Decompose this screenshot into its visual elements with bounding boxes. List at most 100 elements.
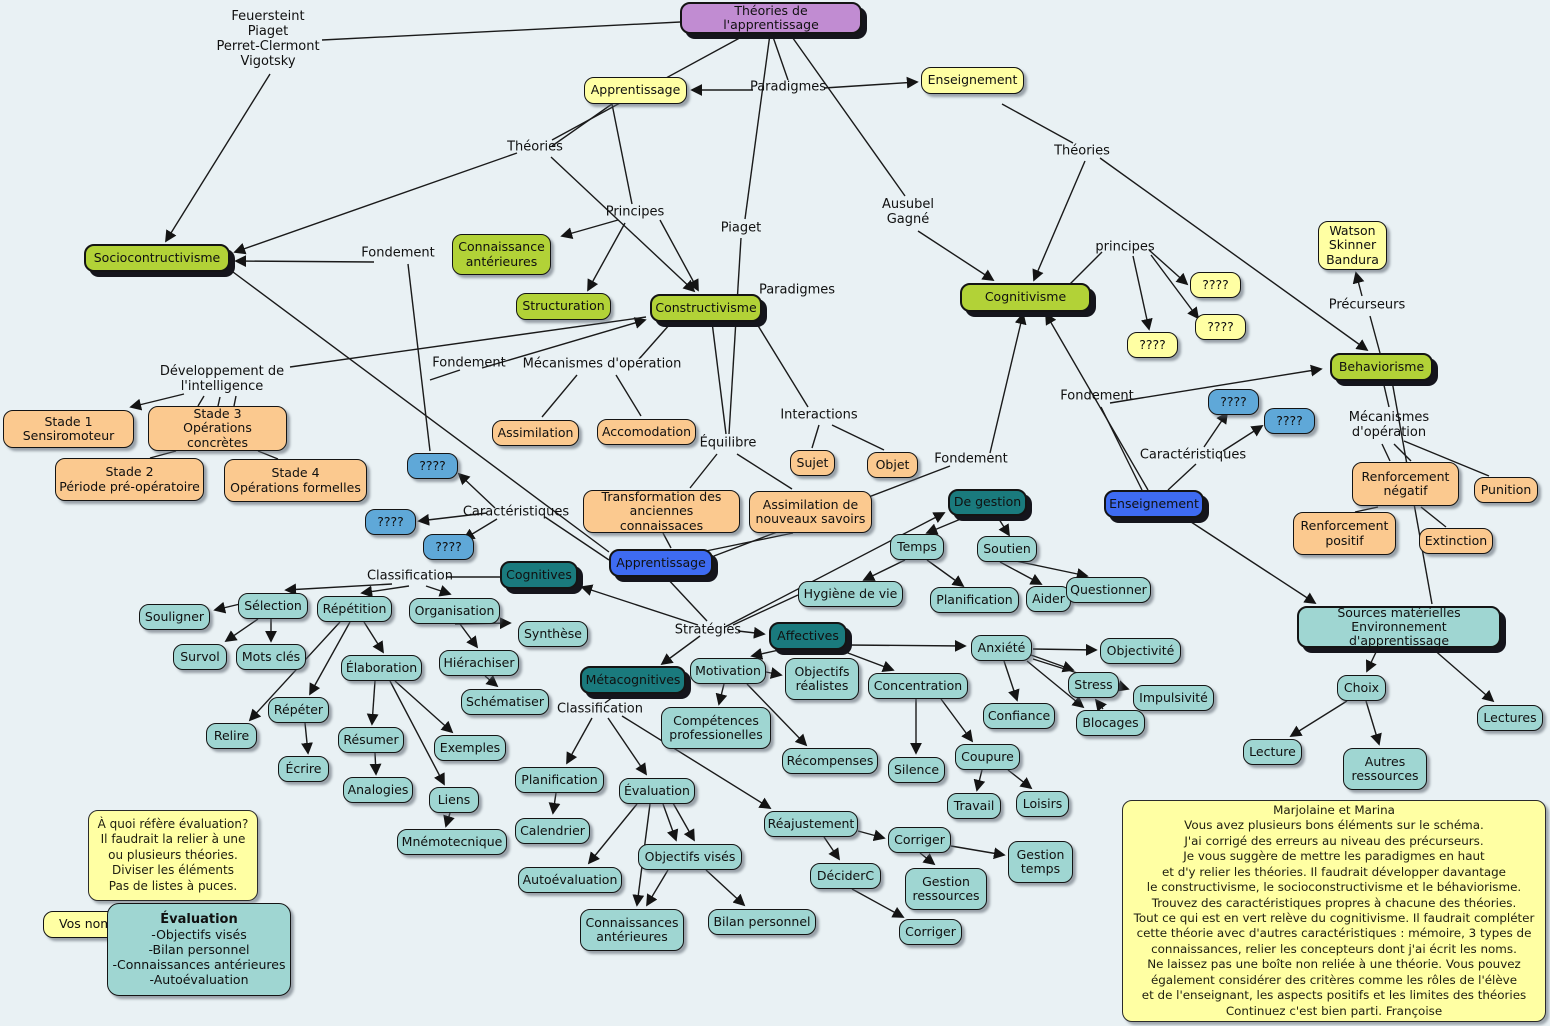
label-interactions[interactable]: Interactions — [780, 407, 858, 423]
node-hierachiser[interactable]: Hiérachiser — [439, 650, 519, 676]
node-unknown-yellow-1[interactable]: ???? — [1190, 272, 1241, 298]
node-planification-meta[interactable]: Planification — [515, 767, 604, 793]
label-principes-right[interactable]: principes — [1095, 239, 1155, 255]
node-lecture[interactable]: Lecture — [1243, 739, 1302, 765]
node-sociocontructivisme[interactable]: Sociocontructivisme — [84, 244, 230, 272]
node-souligner[interactable]: Souligner — [139, 604, 210, 630]
node-temps[interactable]: Temps — [890, 534, 944, 560]
label-piaget[interactable]: Piaget — [720, 220, 762, 236]
node-unknown-blue-2[interactable]: ???? — [1264, 408, 1315, 434]
label-ausubel-gagne[interactable]: Ausubel Gagné — [881, 197, 935, 227]
node-apprentissage-paradigme[interactable]: Apprentissage — [584, 77, 687, 104]
node-bilan-personnel[interactable]: Bilan personnel — [708, 909, 816, 935]
node-selection[interactable]: Sélection — [238, 593, 308, 619]
node-exemples[interactable]: Exemples — [434, 735, 506, 761]
node-watson-skinner-bandura[interactable]: Watson Skinner Bandura — [1318, 221, 1387, 270]
label-fondement-constructivisme[interactable]: Fondement — [432, 355, 506, 371]
label-mecanismes-operation-centre[interactable]: Mécanismes d'opération — [522, 356, 682, 372]
node-objectifs-vises[interactable]: Objectifs visés — [638, 844, 742, 870]
label-paradigmes-top[interactable]: Paradigmes — [749, 79, 827, 95]
node-renforcement-positif[interactable]: Renforcement positif — [1293, 512, 1396, 555]
node-liens[interactable]: Liens — [429, 787, 479, 813]
node-organisation[interactable]: Organisation — [409, 598, 500, 624]
node-renforcement-negatif[interactable]: Renforcement négatif — [1352, 462, 1459, 506]
node-elaboration[interactable]: Élaboration — [341, 655, 422, 681]
node-reajustement[interactable]: Réajustement — [764, 811, 858, 837]
node-travail[interactable]: Travail — [947, 793, 1001, 819]
node-lectures[interactable]: Lectures — [1477, 705, 1543, 731]
node-assimilation-savoirs[interactable]: Assimilation de nouveaux savoirs — [749, 491, 872, 533]
node-mots-cles[interactable]: Mots clés — [236, 644, 306, 670]
node-unknown-yellow-3[interactable]: ???? — [1127, 332, 1178, 358]
node-unknown-yellow-2[interactable]: ???? — [1195, 314, 1246, 340]
node-sujet[interactable]: Sujet — [790, 450, 835, 476]
node-impulsivite[interactable]: Impulsivité — [1133, 685, 1214, 711]
node-stress[interactable]: Stress — [1068, 672, 1119, 698]
label-paradigmes-mid[interactable]: Paradigmes — [758, 282, 836, 298]
label-strategies[interactable]: Stratégies — [674, 622, 742, 638]
node-cognitivisme[interactable]: Cognitivisme — [960, 283, 1091, 312]
node-synthese[interactable]: Synthèse — [518, 621, 588, 647]
node-gestion-ressources[interactable]: Gestion ressources — [905, 868, 987, 910]
label-principes-left[interactable]: Principes — [605, 204, 665, 220]
node-relire[interactable]: Relire — [206, 723, 257, 749]
node-transformation-connaissances[interactable]: Transformation des anciennes connaissace… — [583, 490, 740, 533]
node-constructivisme[interactable]: Constructivisme — [650, 294, 762, 322]
node-assimilation[interactable]: Assimilation — [492, 420, 579, 446]
node-autoevaluation[interactable]: Autoévaluation — [518, 867, 622, 893]
node-unknown-blue-5[interactable]: ???? — [423, 534, 474, 560]
label-classification-meta[interactable]: Classification — [556, 701, 644, 717]
node-theories-apprentissage[interactable]: Théories de l'apprentissage — [680, 2, 862, 34]
node-survol[interactable]: Survol — [173, 644, 227, 670]
label-theories-right[interactable]: Théories — [1054, 143, 1110, 159]
node-competences-professionelles[interactable]: Compétences professionelles — [661, 707, 771, 749]
node-aider[interactable]: Aider — [1026, 586, 1071, 612]
note-teacher-feedback[interactable]: Marjolaine et Marina Vous avez plusieurs… — [1122, 800, 1546, 1022]
node-planification-gestion[interactable]: Planification — [930, 587, 1019, 613]
node-recompenses[interactable]: Récompenses — [782, 748, 878, 774]
node-objet[interactable]: Objet — [867, 452, 918, 478]
node-gestion-temps[interactable]: Gestion temps — [1008, 841, 1073, 883]
node-anxiete[interactable]: Anxiété — [971, 635, 1032, 661]
node-corriger-2[interactable]: Corriger — [899, 919, 962, 945]
node-sources-materielles[interactable]: Sources matérielles Environnement d'appr… — [1297, 605, 1501, 648]
node-unknown-blue-1[interactable]: ???? — [1208, 389, 1259, 415]
node-confiance[interactable]: Confiance — [983, 703, 1055, 729]
node-stade-2[interactable]: Stade 2 Période pré-opératoire — [55, 458, 204, 501]
label-classification-cognitives[interactable]: Classification — [366, 568, 454, 584]
node-apprentissage-concept[interactable]: Apprentissage — [609, 549, 713, 577]
node-accomodation[interactable]: Accomodation — [597, 419, 696, 445]
node-hygiene-de-vie[interactable]: Hygiène de vie — [798, 581, 903, 607]
node-resumer[interactable]: Résumer — [338, 727, 404, 753]
node-ecrire[interactable]: Écrire — [278, 756, 329, 782]
node-corriger-1[interactable]: Corriger — [888, 827, 951, 853]
label-theories-left[interactable]: Théories — [507, 139, 563, 155]
node-coupure[interactable]: Coupure — [955, 744, 1020, 770]
node-calendrier[interactable]: Calendrier — [515, 818, 590, 844]
node-loisirs[interactable]: Loisirs — [1016, 791, 1069, 817]
node-silence[interactable]: Silence — [888, 757, 945, 783]
node-enseignement-paradigme[interactable]: Enseignement — [921, 67, 1024, 94]
node-repeter[interactable]: Répéter — [268, 697, 329, 723]
node-stade-3[interactable]: Stade 3 Opérations concrètes — [148, 406, 287, 451]
node-soutien[interactable]: Soutien — [977, 536, 1037, 562]
label-precurseurs-socio[interactable]: Feuersteint Piaget Perret-Clermont Vigot… — [216, 9, 320, 69]
node-stade-1[interactable]: Stade 1 Sensiromoteur — [3, 410, 134, 448]
node-autres-ressources[interactable]: Autres ressources — [1343, 748, 1427, 790]
note-evaluation-advice[interactable]: À quoi réfère évaluation? Il faudrait la… — [88, 810, 258, 901]
node-schematiser[interactable]: Schématiser — [461, 689, 549, 715]
node-evaluation-meta[interactable]: Évaluation — [619, 778, 695, 804]
node-behaviorisme[interactable]: Behaviorisme — [1330, 353, 1433, 381]
node-questionner[interactable]: Questionner — [1066, 577, 1151, 603]
label-precurseurs-behav[interactable]: Précurseurs — [1328, 297, 1406, 313]
node-connaissances-anterieures[interactable]: Connaissances antérieures — [580, 909, 684, 951]
label-fondement-socio[interactable]: Fondement — [361, 245, 435, 261]
node-objectifs-realistes[interactable]: Objectifs réalistes — [785, 658, 859, 700]
node-repetition[interactable]: Répétition — [317, 596, 392, 622]
node-unknown-blue-4[interactable]: ???? — [365, 509, 416, 535]
node-cognitives[interactable]: Cognitives — [500, 561, 578, 589]
node-motivation[interactable]: Motivation — [690, 658, 766, 684]
node-enseignement-concept[interactable]: Enseignement — [1104, 490, 1204, 518]
node-metacognitives[interactable]: Métacognitives — [580, 666, 686, 694]
label-caracteristiques-left[interactable]: Caractéristiques — [462, 504, 570, 520]
